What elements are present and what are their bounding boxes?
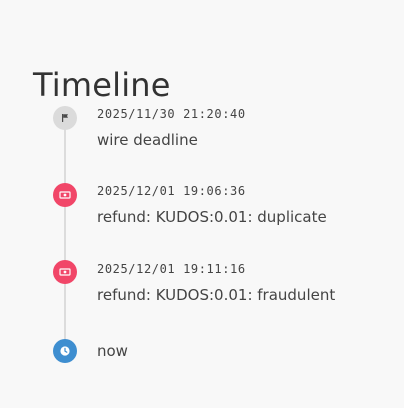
event-label: refund: KUDOS:0.01: fraudulent xyxy=(97,286,336,304)
timeline-marker xyxy=(53,260,77,284)
timeline-line xyxy=(64,118,66,351)
event-label: now xyxy=(97,342,128,360)
event-timestamp: 2025/12/01 19:06:36 xyxy=(97,184,246,198)
clock-icon xyxy=(59,345,71,357)
timeline-marker xyxy=(53,106,77,130)
event-label: refund: KUDOS:0.01: duplicate xyxy=(97,208,327,226)
event-timestamp: 2025/12/01 19:11:16 xyxy=(97,262,246,276)
event-timestamp: 2025/11/30 21:20:40 xyxy=(97,107,246,121)
flag-icon xyxy=(60,113,70,123)
timeline-marker xyxy=(53,183,77,207)
money-icon xyxy=(59,267,71,277)
event-label: wire deadline xyxy=(97,131,198,149)
page-title: Timeline xyxy=(33,66,171,105)
timeline-marker xyxy=(53,339,77,363)
money-icon xyxy=(59,190,71,200)
